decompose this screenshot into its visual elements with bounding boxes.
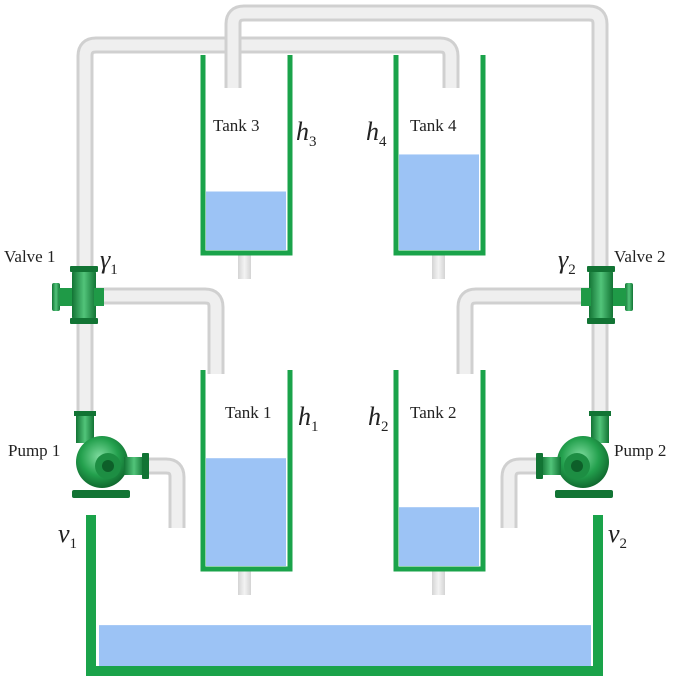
pipe-valve1-to-tank1 [95,287,225,374]
pump1-speed-symbol: v1 [58,519,77,552]
pipe-valve2-to-tank2 [456,287,590,374]
tank1-label: Tank 1 [225,403,272,422]
outlet-tank4 [432,254,445,279]
reservoir [86,515,603,676]
tank3-height-symbol: h3 [296,117,317,150]
tank3: Tank 3 h3 [200,55,317,256]
valve1-label: Valve 1 [4,247,55,266]
valve2-label: Valve 2 [614,247,665,266]
tank3-wall [200,55,293,256]
tank4-label: Tank 4 [410,116,457,135]
tank3-label: Tank 3 [213,116,260,135]
tank2-label: Tank 2 [410,403,457,422]
tank2-wall [393,370,486,572]
tank4: Tank 4 h4 [366,55,486,256]
tank1-wall [200,370,293,572]
outlet-tank2 [432,570,445,595]
outlet-tank1 [238,570,251,595]
pump2-speed-symbol: v2 [608,519,627,552]
tank4-water [399,154,479,250]
tank4-wall [393,55,486,256]
pump2-label: Pump 2 [614,441,666,460]
pump2[interactable]: Pump 2 v2 [536,411,666,552]
tank1: Tank 1 h1 [200,370,319,572]
outlet-tank3 [238,254,251,279]
valve1-gamma-symbol: γ1 [100,245,118,278]
pump1[interactable]: Pump 1 v1 [8,411,149,552]
pipes [76,4,609,595]
valve2[interactable]: Valve 2 γ2 [558,245,665,324]
tank2: Tank 2 h2 [368,370,486,572]
tank1-water [206,458,286,566]
valve1[interactable]: Valve 1 γ1 [4,245,118,324]
valve2-gamma-symbol: γ2 [558,245,576,278]
tank2-height-symbol: h2 [368,402,389,435]
tank4-height-symbol: h4 [366,117,387,150]
reservoir-wall [86,515,603,676]
tank1-height-symbol: h1 [298,402,319,435]
tank3-water [206,191,286,250]
pump1-label: Pump 1 [8,441,60,460]
reservoir-water [99,625,591,666]
tank2-water [399,507,479,566]
